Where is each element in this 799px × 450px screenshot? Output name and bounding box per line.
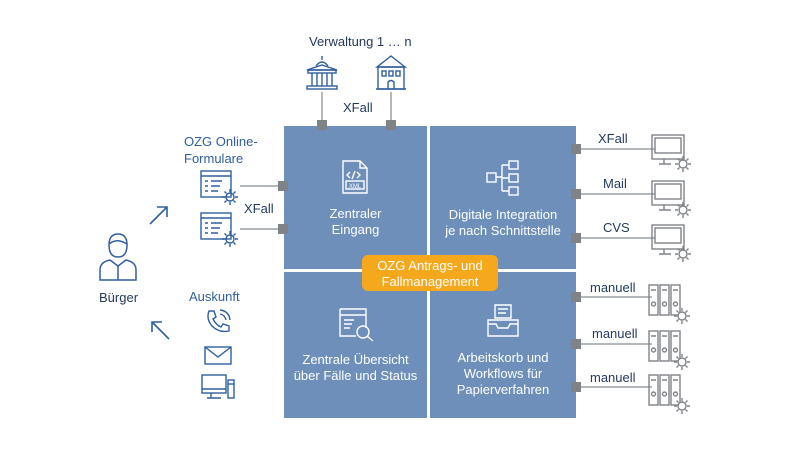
information-label: Auskunft	[189, 289, 240, 304]
monitor-settings-icon-1	[651, 134, 691, 172]
connector-right-1	[571, 144, 581, 154]
arrow-up-right-icon	[149, 206, 168, 225]
right-label-mail: Mail	[603, 176, 627, 191]
connector-left-2	[278, 224, 288, 234]
arrow-down-left-icon	[151, 321, 170, 340]
binder-settings-icon-2	[648, 330, 690, 370]
connector-right-2	[571, 189, 581, 199]
connector-top-2	[386, 120, 396, 130]
government-building-icon	[306, 56, 338, 90]
left-xfall-label: XFall	[244, 201, 274, 216]
quadrant-digital-integration	[430, 126, 576, 269]
right-label-manual-1: manuell	[590, 280, 636, 295]
hierarchy-icon	[486, 160, 519, 196]
quadrant-overview	[284, 272, 427, 418]
paper-tray-icon	[487, 304, 519, 337]
binder-settings-icon-1	[648, 284, 690, 324]
form-settings-icon-1	[200, 170, 238, 205]
citizen-avatar-icon	[99, 233, 137, 281]
quadrant-workbasket	[430, 272, 576, 418]
phone-icon	[207, 309, 231, 333]
binder-settings-icon-3	[648, 374, 690, 414]
form-settings-icon-2	[200, 212, 238, 247]
computer-icon	[201, 374, 235, 399]
city-hall-icon	[374, 55, 408, 90]
right-label-cvs: CVS	[603, 220, 630, 235]
monitor-settings-icon-2	[651, 180, 691, 218]
right-label-manual-2: manuell	[592, 326, 638, 341]
connector-right-5	[571, 339, 581, 349]
search-document-icon	[339, 308, 374, 342]
svg-text:XML: XML	[349, 184, 362, 190]
connector-right-4	[571, 292, 581, 302]
xml-document-icon: XML	[342, 160, 368, 194]
right-label-xfall: XFall	[598, 131, 628, 146]
online-forms-title: OZG Online-Formulare	[184, 134, 258, 166]
connector-top-1	[317, 120, 327, 130]
administration-label: Verwaltung 1 … n	[309, 34, 412, 49]
connector-right-6	[571, 382, 581, 392]
citizen-label: Bürger	[99, 290, 139, 305]
connector-right-3	[571, 233, 581, 243]
right-label-manual-3: manuell	[590, 370, 636, 385]
top-xfall-label: XFall	[343, 100, 373, 115]
quadrant-central-intake	[284, 126, 427, 269]
connector-left-1	[278, 181, 288, 191]
monitor-settings-icon-3	[651, 224, 691, 262]
mail-icon	[204, 346, 232, 365]
